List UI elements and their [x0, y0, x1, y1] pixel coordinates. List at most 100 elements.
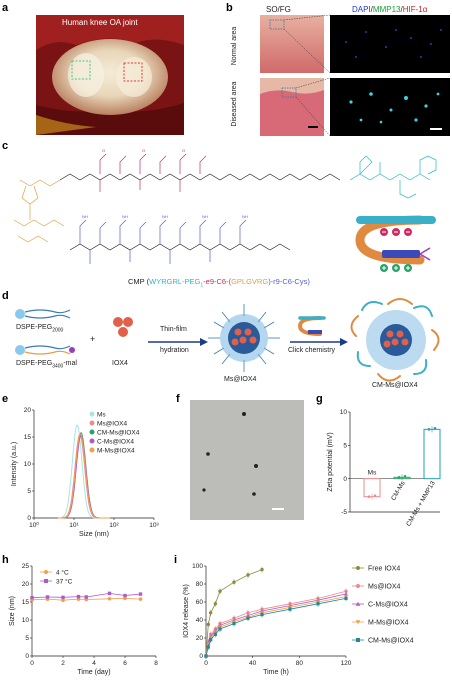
data-point	[209, 638, 213, 642]
stain-mmp13: MMP13	[372, 5, 401, 14]
legend-label: Ms	[97, 411, 106, 418]
knee-photo-title: Human knee OA joint	[62, 18, 138, 27]
data-point	[213, 602, 218, 606]
y-tick-label: -5	[341, 509, 347, 516]
data-point	[373, 494, 377, 497]
legend-marker	[89, 447, 95, 453]
legend-marker	[355, 601, 361, 606]
data-point	[427, 428, 431, 431]
dspe-peg-lipid-icon	[15, 309, 71, 319]
svg-text:O: O	[102, 148, 105, 153]
legend-label: C-Ms@IOX4	[97, 438, 134, 445]
data-point	[260, 613, 264, 617]
svg-text:NH: NH	[202, 214, 208, 219]
legend-marker	[89, 420, 95, 426]
x-tick-label: 0	[204, 660, 208, 667]
series-line-0	[31, 597, 141, 601]
legend-marker	[89, 438, 95, 444]
dspe-peg3400-label: DSPE-PEG3400-mal	[16, 360, 77, 370]
y-tick-label: 0	[343, 476, 347, 483]
y-tick-label: 10	[24, 461, 32, 468]
stain-header: DAPI/MMP13/HIF-1α	[352, 5, 428, 14]
x-tick-label: 40	[249, 660, 257, 667]
data-point	[123, 593, 127, 598]
bar-2	[423, 428, 441, 480]
y-tick-label: 5	[25, 635, 29, 642]
data-point	[397, 476, 401, 479]
data-point	[232, 580, 236, 584]
data-point	[246, 573, 250, 577]
series-line-4	[205, 598, 347, 657]
data-point	[213, 632, 217, 636]
series-line-2	[205, 593, 347, 657]
knee-photo-image	[36, 15, 184, 135]
y-tick-label: 0	[199, 653, 203, 660]
x-tick-label: 10⁰	[29, 521, 39, 529]
legend-label: M-Ms@IOX4	[368, 619, 409, 626]
y-tick-label: 25	[22, 563, 30, 570]
product2-label: CM-Ms@IOX4	[372, 382, 418, 389]
svg-text:NH: NH	[162, 214, 168, 219]
legend-marker	[356, 566, 360, 570]
data-point	[107, 596, 112, 601]
y-tick-label: 20	[24, 407, 32, 414]
cmp-seg-e9: -e9-C6-(	[203, 277, 232, 286]
data-point	[403, 475, 407, 478]
y-tick-label: 80	[196, 581, 204, 588]
legend-label: 37 °C	[56, 577, 73, 585]
svg-text:NH: NH	[82, 214, 88, 219]
y-axis-label: IOX4 release (%)	[183, 584, 190, 638]
x-tick-label: 2	[61, 660, 65, 667]
x-tick-label: 8	[154, 660, 158, 667]
legend-marker	[355, 620, 361, 625]
histology-images	[260, 14, 450, 137]
cmp-schematic-icon	[355, 215, 436, 272]
dspe-peg-mal-icon	[15, 345, 75, 355]
panel-label-i: i	[174, 554, 178, 566]
sofg-header: SO/FG	[266, 5, 291, 14]
y-tick-label: 60	[196, 599, 204, 606]
x-tick-label: 10²	[109, 522, 119, 529]
y-tick-label: 15	[24, 434, 32, 441]
svg-text:NH: NH	[122, 214, 128, 219]
data-point	[260, 567, 264, 572]
legend-label: Ms@IOX4	[368, 583, 400, 590]
x-tick-label: 80	[296, 660, 304, 667]
data-point	[61, 598, 65, 602]
data-point	[288, 607, 292, 611]
legend-label: CM-Ms@IOX4	[368, 637, 414, 644]
panel-d-scheme: DSPE-PEG2000 DSPE-PEG3400-mal + IOX4 Thi…	[0, 290, 452, 390]
y-tick-label: 5	[343, 443, 347, 450]
step1-label-line2: hydration	[160, 347, 189, 354]
data-point	[316, 602, 320, 606]
dspe-peg2000-label: DSPE-PEG2000	[16, 324, 64, 334]
svg-text:O: O	[182, 148, 185, 153]
data-point	[367, 495, 371, 498]
data-point	[344, 596, 348, 600]
panel-f-tem-image	[190, 400, 304, 520]
data-point	[433, 427, 437, 430]
panel-label-a: a	[2, 2, 9, 14]
panel-label-d: d	[2, 290, 9, 302]
data-point	[206, 622, 211, 627]
y-tick-label: 15	[22, 599, 30, 606]
y-tick-label: 10	[22, 617, 30, 624]
cmp-seg-targeting: WYRGRL-PEG1	[149, 277, 204, 289]
x-axis-label: Time (h)	[263, 669, 289, 676]
y-axis-label: Zeta potential (mV)	[327, 432, 334, 492]
y-tick-label: 40	[196, 617, 204, 624]
category-label: CM-Ms	[390, 480, 407, 502]
stain-dapi: DAPI	[352, 5, 371, 14]
y-tick-label: 100	[192, 563, 203, 570]
legend-label: M-Ms@IOX4	[97, 447, 135, 454]
x-tick-label: 4	[92, 660, 96, 667]
product1-label: Ms@IOX4	[224, 376, 257, 383]
y-axis-label: Intensity (a.u.)	[11, 442, 18, 486]
legend-label: 4 °C	[56, 568, 69, 576]
y-tick-label: 5	[27, 488, 31, 495]
legend-marker	[89, 411, 95, 417]
cmp-seg-cleavable: GPLGVRG	[231, 277, 269, 286]
data-point	[30, 595, 34, 600]
panel-a-knee-photo: Human knee OA joint	[36, 15, 184, 135]
